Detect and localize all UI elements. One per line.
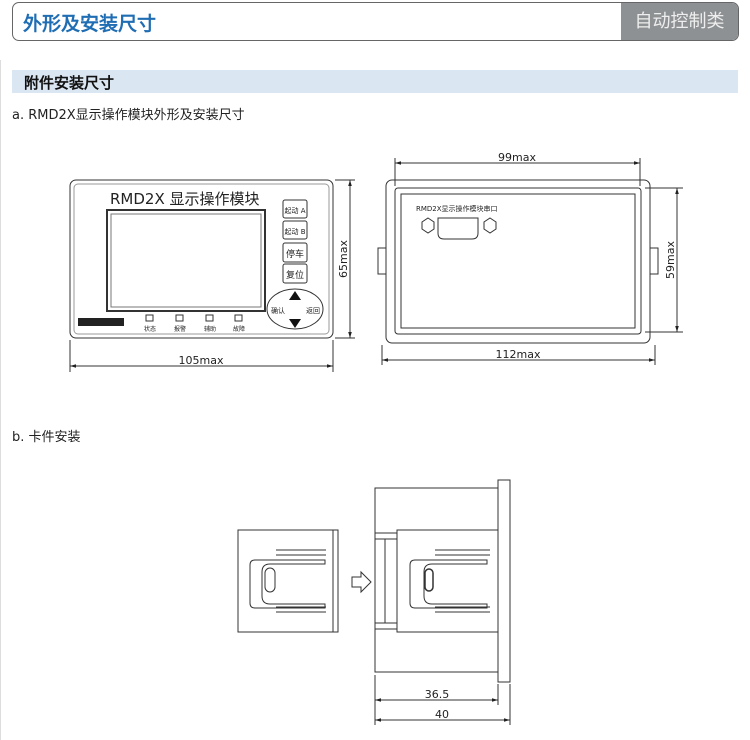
dim-59: 59max	[664, 241, 677, 279]
nav-arrow-icons	[289, 291, 301, 328]
brand-logo	[78, 318, 124, 326]
clip-install-drawing	[237, 479, 511, 725]
button-confirm: 确认	[271, 306, 285, 315]
led-aux: 辅助	[204, 325, 216, 333]
front-title: RMD2X 显示操作模块	[110, 190, 260, 208]
button-reset: 复位	[286, 269, 304, 281]
page-header: 外形及安装尺寸 自动控制类	[12, 2, 739, 41]
section-heading: 附件安装尺寸	[12, 70, 738, 93]
page-edge	[0, 60, 4, 740]
front-panel-drawing	[69, 179, 355, 372]
led-status: 状态	[144, 325, 156, 333]
dim-40: 40	[435, 708, 449, 721]
port-label: RMD2X显示操作模块串口	[416, 204, 498, 213]
led-fault: 故障	[233, 325, 245, 333]
button-stop: 停车	[286, 248, 304, 260]
dim-65: 65max	[337, 240, 350, 278]
dim-99: 99max	[498, 151, 536, 164]
button-back: 返回	[306, 307, 320, 315]
led-alarm: 报警	[174, 325, 186, 333]
category-badge: 自动控制类	[621, 3, 738, 40]
back-panel-drawing	[377, 158, 683, 365]
dim-105: 105max	[179, 354, 224, 367]
figure-a-caption: a. RMD2X显示操作模块外形及安装尺寸	[12, 108, 245, 123]
figure-b-caption: b. 卡件安装	[12, 430, 81, 445]
dim-112: 112max	[496, 348, 541, 361]
dim-36-5: 36.5	[425, 688, 450, 701]
button-start-a: 起动 A	[284, 206, 305, 215]
section-title: 附件安装尺寸	[24, 74, 115, 92]
button-start-b: 起动 B	[284, 227, 305, 236]
page-title: 外形及安装尺寸	[23, 13, 157, 35]
